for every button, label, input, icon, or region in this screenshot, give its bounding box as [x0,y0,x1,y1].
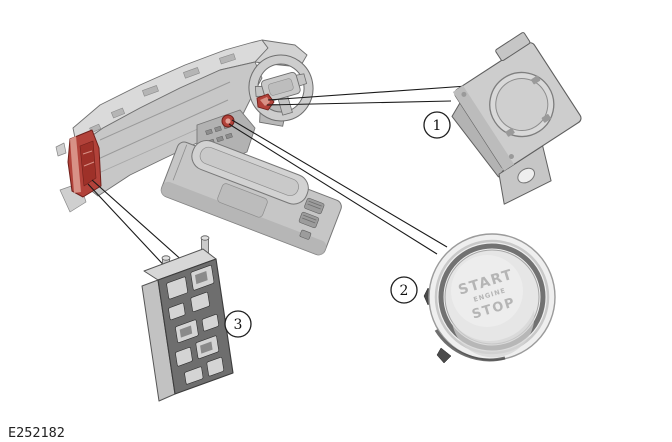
callout-3-circle [224,310,252,338]
dash-vents [89,53,236,134]
callout-2: 2 [390,276,418,304]
leader-line-1b [266,100,452,106]
part-1-switch-housing [451,32,582,205]
console-rear-vents [298,197,325,240]
switch-location-highlight [221,114,235,128]
callout-2-circle [390,276,418,304]
connector-sockets [166,265,224,385]
dash-front-face [82,61,263,197]
leader-lines [87,85,468,275]
callout-3: 3 [224,310,252,338]
part-2-start-stop-switch: START ENGINE STOP [423,233,556,364]
leader-line-3b [87,183,173,275]
callout-2-number: 2 [400,283,409,299]
upper-tab [495,32,531,62]
leader-line-3a [91,179,186,264]
leader-line-1a [267,85,468,101]
center-console-illustration [160,139,342,256]
instrument-panel-illustration [55,39,308,213]
callout-1-number: 1 [433,118,442,134]
callout-3-number: 3 [234,317,243,333]
callout-1-circle [423,111,451,139]
leader-line-2a [231,119,448,248]
switch-housing-location-highlight [256,93,275,111]
figure-id-label: E252182 [8,425,65,441]
callout-1: 1 [423,111,451,139]
steering-wheel-illustration [248,54,314,127]
retaining-clip [436,347,452,364]
part-3-junction-box [141,235,234,402]
callouts: 1 2 3 [224,111,451,338]
leader-line-2b [228,123,438,255]
junction-box-location-highlight [67,129,102,198]
